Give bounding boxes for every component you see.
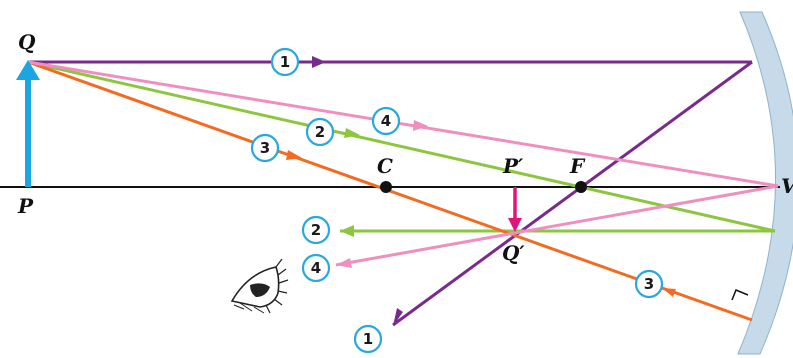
ray-4-incident (27, 60, 779, 188)
ray-2-badge-out: 2 (301, 215, 331, 245)
ray-2-arrow-out (340, 225, 354, 237)
ray-1-reflected (392, 60, 753, 327)
label-F: F (569, 154, 586, 178)
image-arrow-head (508, 218, 522, 232)
ray-3-badge-out: 3 (634, 269, 664, 299)
ray-4-arrow-out (336, 258, 352, 268)
svg-text:2: 2 (315, 123, 325, 141)
ray-3-badge-in: 3 (250, 133, 280, 163)
ray-2-badge-in: 2 (305, 117, 335, 147)
label-V: V (781, 174, 793, 198)
svg-text:4: 4 (381, 112, 391, 130)
label-Q-image: Q′ (502, 241, 525, 265)
svg-text:2: 2 (311, 221, 321, 239)
ray-2-arrow-in (344, 128, 360, 138)
concave-mirror (737, 11, 793, 355)
svg-text:1: 1 (280, 53, 290, 71)
ray-3-arrow-out (662, 288, 676, 297)
object-arrow-head (16, 60, 40, 80)
label-C: C (377, 154, 393, 178)
ray-2-incident (27, 60, 776, 233)
eye-icon (230, 258, 289, 314)
ray-1-badge-out: 1 (353, 324, 383, 354)
label-P: P (17, 194, 34, 218)
svg-text:3: 3 (260, 139, 270, 157)
ray-1-badge-in: 1 (270, 47, 300, 77)
center-of-curvature-point (380, 181, 392, 193)
ray-1-arrow-out (393, 308, 403, 326)
svg-text:1: 1 (363, 330, 373, 348)
svg-text:3: 3 (644, 275, 654, 293)
ray-3-arrow-in (286, 150, 302, 160)
ray-4-badge-out: 4 (301, 253, 331, 283)
svg-text:4: 4 (311, 259, 321, 277)
label-Q: Q (18, 30, 36, 54)
label-P-image: P′ (502, 154, 524, 178)
ray-4-arrow-in (413, 120, 428, 131)
focal-point (575, 181, 587, 193)
right-angle-marker (731, 289, 749, 301)
ray-4-badge-in: 4 (371, 106, 401, 136)
ray-4-reflected (335, 184, 779, 267)
ray-1-arrow-in (312, 56, 326, 68)
